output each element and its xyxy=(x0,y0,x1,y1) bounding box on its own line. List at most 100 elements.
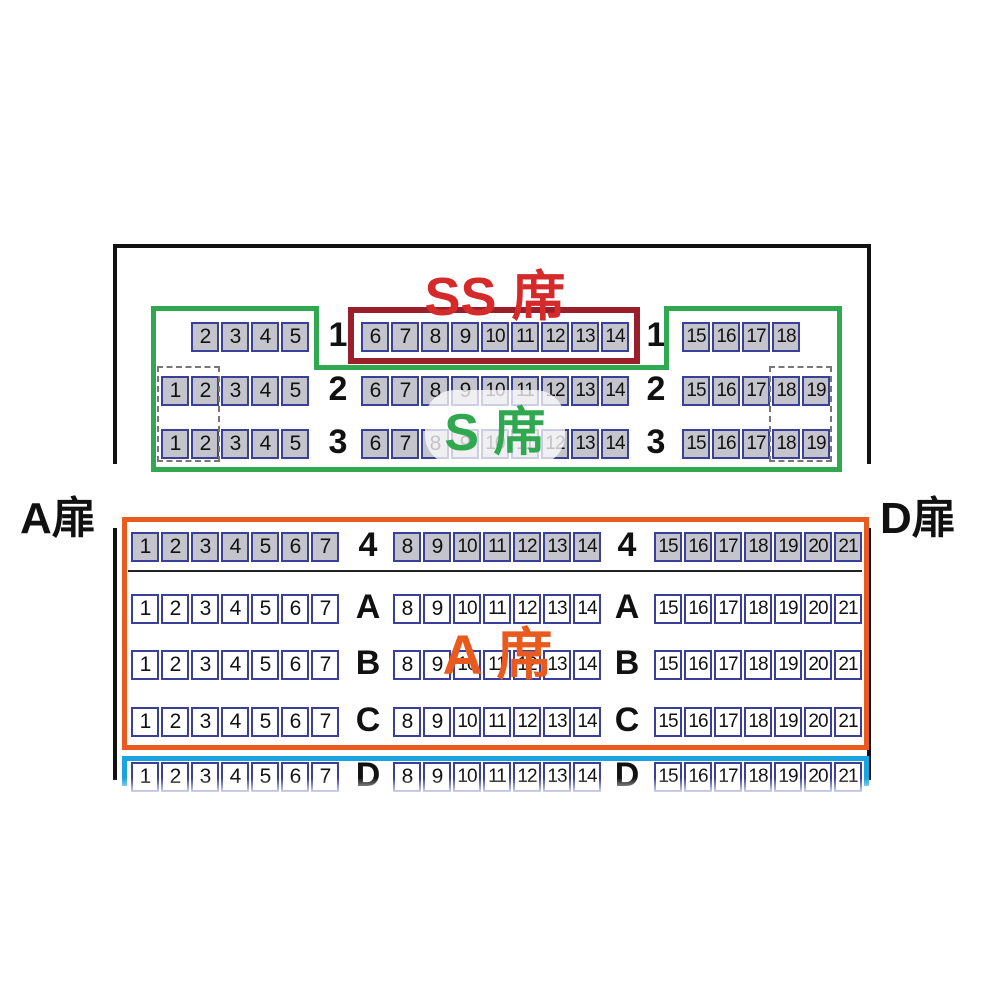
seat-1-9[interactable]: 9 xyxy=(451,322,479,352)
seat-A-18[interactable]: 18 xyxy=(744,594,772,624)
seat-B-18[interactable]: 18 xyxy=(744,650,772,680)
seat-C-15[interactable]: 15 xyxy=(654,707,682,737)
seat-3-19[interactable]: 19 xyxy=(802,429,830,459)
seat-3-16[interactable]: 16 xyxy=(712,429,740,459)
seat-1-14[interactable]: 14 xyxy=(601,322,629,352)
seat-A-15[interactable]: 15 xyxy=(654,594,682,624)
seat-A-11[interactable]: 11 xyxy=(483,594,511,624)
seat-B-19[interactable]: 19 xyxy=(774,650,802,680)
seat-4-12[interactable]: 12 xyxy=(513,532,541,562)
seat-A-13[interactable]: 13 xyxy=(543,594,571,624)
seat-C-10[interactable]: 10 xyxy=(453,707,481,737)
seat-C-16[interactable]: 16 xyxy=(684,707,712,737)
seat-C-12[interactable]: 12 xyxy=(513,707,541,737)
seat-4-19[interactable]: 19 xyxy=(774,532,802,562)
seat-2-13[interactable]: 13 xyxy=(571,376,599,406)
seat-A-2[interactable]: 2 xyxy=(161,594,189,624)
seat-2-1[interactable]: 1 xyxy=(161,376,189,406)
seat-C-4[interactable]: 4 xyxy=(221,707,249,737)
seat-1-5[interactable]: 5 xyxy=(281,322,309,352)
seat-2-5[interactable]: 5 xyxy=(281,376,309,406)
seat-1-11[interactable]: 11 xyxy=(511,322,539,352)
seat-B-6[interactable]: 6 xyxy=(281,650,309,680)
seat-C-14[interactable]: 14 xyxy=(573,707,601,737)
seat-4-1[interactable]: 1 xyxy=(131,532,159,562)
seat-3-17[interactable]: 17 xyxy=(742,429,770,459)
seat-A-5[interactable]: 5 xyxy=(251,594,279,624)
seat-A-6[interactable]: 6 xyxy=(281,594,309,624)
seat-1-8[interactable]: 8 xyxy=(421,322,449,352)
seat-B-20[interactable]: 20 xyxy=(804,650,832,680)
seat-2-16[interactable]: 16 xyxy=(712,376,740,406)
seat-1-7[interactable]: 7 xyxy=(391,322,419,352)
seat-3-5[interactable]: 5 xyxy=(281,429,309,459)
seat-4-14[interactable]: 14 xyxy=(573,532,601,562)
seat-4-4[interactable]: 4 xyxy=(221,532,249,562)
seat-2-14[interactable]: 14 xyxy=(601,376,629,406)
seat-C-8[interactable]: 8 xyxy=(393,707,421,737)
seat-B-10[interactable]: 10 xyxy=(453,650,481,680)
seat-3-1[interactable]: 1 xyxy=(161,429,189,459)
seat-B-21[interactable]: 21 xyxy=(834,650,862,680)
seat-4-15[interactable]: 15 xyxy=(654,532,682,562)
seat-1-6[interactable]: 6 xyxy=(361,322,389,352)
seat-A-20[interactable]: 20 xyxy=(804,594,832,624)
seat-3-13[interactable]: 13 xyxy=(571,429,599,459)
seat-1-16[interactable]: 16 xyxy=(712,322,740,352)
seat-B-8[interactable]: 8 xyxy=(393,650,421,680)
seat-4-18[interactable]: 18 xyxy=(744,532,772,562)
seat-A-19[interactable]: 19 xyxy=(774,594,802,624)
seat-C-7[interactable]: 7 xyxy=(311,707,339,737)
seat-C-18[interactable]: 18 xyxy=(744,707,772,737)
seat-B-11[interactable]: 11 xyxy=(483,650,511,680)
seat-2-7[interactable]: 7 xyxy=(391,376,419,406)
seat-4-5[interactable]: 5 xyxy=(251,532,279,562)
seat-B-4[interactable]: 4 xyxy=(221,650,249,680)
seat-C-6[interactable]: 6 xyxy=(281,707,309,737)
seat-1-3[interactable]: 3 xyxy=(221,322,249,352)
seat-3-4[interactable]: 4 xyxy=(251,429,279,459)
seat-C-5[interactable]: 5 xyxy=(251,707,279,737)
seat-3-6[interactable]: 6 xyxy=(361,429,389,459)
seat-A-12[interactable]: 12 xyxy=(513,594,541,624)
seat-4-16[interactable]: 16 xyxy=(684,532,712,562)
seat-B-13[interactable]: 13 xyxy=(543,650,571,680)
seat-2-17[interactable]: 17 xyxy=(742,376,770,406)
seat-A-17[interactable]: 17 xyxy=(714,594,742,624)
seat-B-17[interactable]: 17 xyxy=(714,650,742,680)
seat-A-4[interactable]: 4 xyxy=(221,594,249,624)
seat-C-2[interactable]: 2 xyxy=(161,707,189,737)
seat-A-14[interactable]: 14 xyxy=(573,594,601,624)
seat-C-1[interactable]: 1 xyxy=(131,707,159,737)
seat-B-7[interactable]: 7 xyxy=(311,650,339,680)
seat-4-2[interactable]: 2 xyxy=(161,532,189,562)
seat-B-2[interactable]: 2 xyxy=(161,650,189,680)
seat-2-3[interactable]: 3 xyxy=(221,376,249,406)
seat-1-12[interactable]: 12 xyxy=(541,322,569,352)
seat-2-15[interactable]: 15 xyxy=(682,376,710,406)
seat-4-10[interactable]: 10 xyxy=(453,532,481,562)
seat-3-3[interactable]: 3 xyxy=(221,429,249,459)
seat-C-19[interactable]: 19 xyxy=(774,707,802,737)
seat-B-12[interactable]: 12 xyxy=(513,650,541,680)
seat-A-16[interactable]: 16 xyxy=(684,594,712,624)
seat-4-20[interactable]: 20 xyxy=(804,532,832,562)
seat-C-9[interactable]: 9 xyxy=(423,707,451,737)
seat-4-13[interactable]: 13 xyxy=(543,532,571,562)
seat-C-21[interactable]: 21 xyxy=(834,707,862,737)
seat-3-2[interactable]: 2 xyxy=(191,429,219,459)
seat-4-3[interactable]: 3 xyxy=(191,532,219,562)
seat-1-2[interactable]: 2 xyxy=(191,322,219,352)
seat-4-21[interactable]: 21 xyxy=(834,532,862,562)
seat-4-11[interactable]: 11 xyxy=(483,532,511,562)
seat-3-18[interactable]: 18 xyxy=(772,429,800,459)
seat-B-15[interactable]: 15 xyxy=(654,650,682,680)
seat-4-17[interactable]: 17 xyxy=(714,532,742,562)
seat-B-9[interactable]: 9 xyxy=(423,650,451,680)
seat-4-7[interactable]: 7 xyxy=(311,532,339,562)
seat-2-6[interactable]: 6 xyxy=(361,376,389,406)
seat-3-15[interactable]: 15 xyxy=(682,429,710,459)
seat-A-21[interactable]: 21 xyxy=(834,594,862,624)
seat-C-11[interactable]: 11 xyxy=(483,707,511,737)
seat-1-15[interactable]: 15 xyxy=(682,322,710,352)
